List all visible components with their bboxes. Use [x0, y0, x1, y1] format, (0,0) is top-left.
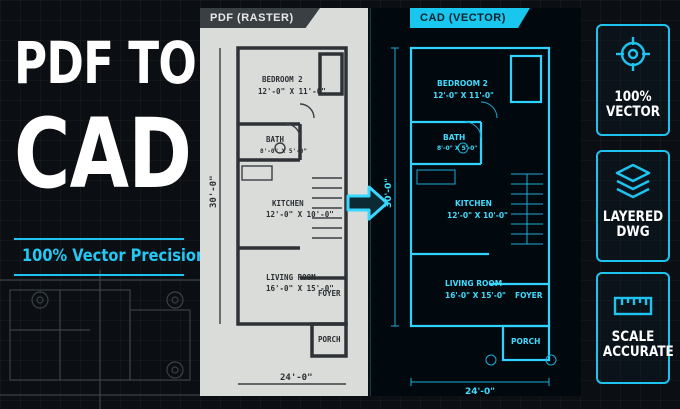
vector-label-kitchen: KITCHEN — [455, 199, 492, 208]
feature-vector-line1: 100% — [614, 89, 652, 105]
raster-label-bedroom: BEDROOM 2 — [262, 75, 303, 84]
headline-line-2: CAD — [14, 98, 192, 210]
vector-label-foyer: FOYER — [515, 291, 543, 300]
raster-floor-plan: BEDROOM 2 12'-0" X 11'-0" BATH 8'-0" X 5… — [209, 46, 348, 385]
feature-layered-line2: DWG — [616, 224, 650, 240]
tagline: 100% Vector Precision — [22, 246, 207, 266]
vector-label-width: 24'-0" — [465, 387, 495, 396]
vector-label-bath: BATH — [443, 133, 465, 142]
vector-label-bedroom: BEDROOM 2 — [437, 79, 488, 88]
feature-card-vector: 100%VECTOR — [596, 24, 670, 136]
tab-vector: CAD (VECTOR) — [410, 8, 530, 28]
feature-vector-line2: VECTOR — [605, 104, 661, 120]
raster-label-kitchen: KITCHEN — [272, 199, 304, 208]
vector-label-porch: PORCH — [511, 337, 540, 346]
raster-label-living: LIVING ROOM — [266, 273, 316, 282]
vector-panel: BEDROOM 2 12'-0" X 11'-0" BATH 8'-0" X 5… — [370, 8, 581, 396]
ruler-icon — [613, 296, 653, 316]
convert-arrow-icon — [346, 185, 389, 221]
raster-panel: BEDROOM 2 12'-0" X 11'-0" BATH 8'-0" X 5… — [200, 8, 368, 396]
raster-label-porch: PORCH — [318, 335, 341, 344]
vector-label-bedroom-dim: 12'-0" X 11'-0" — [433, 91, 494, 100]
vector-label-living-dim: 16'-0" X 15'-0" — [445, 291, 506, 300]
feature-scale-line1: SCALE — [611, 329, 655, 345]
raster-label-width: 24'-0" — [280, 373, 313, 383]
feature-layered-line1: LAYERED — [602, 209, 664, 225]
crosshair-icon — [616, 37, 650, 71]
background-blueprint — [0, 270, 200, 409]
raster-label-bath-dim: 8'-0" X 5'-0" — [260, 148, 307, 155]
raster-label-depth: 30'-0" — [209, 175, 219, 208]
vector-label-living: LIVING ROOM — [445, 279, 502, 288]
tagline-rule-top — [14, 238, 184, 240]
vector-floor-plan: BEDROOM 2 12'-0" X 11'-0" BATH 8'-0" X 5… — [384, 46, 557, 396]
vector-label-depth: 30'-0" — [384, 178, 394, 208]
headline-line-1: PDF TO — [14, 29, 197, 97]
layers-icon — [615, 163, 651, 199]
raster-label-bedroom-dim: 12'-0" X 11'-0" — [258, 87, 326, 96]
vector-label-bath-dim: 8'-0" X 5'-0" — [437, 145, 477, 152]
raster-label-living-dim: 16'-0" X 15'-0" — [266, 284, 334, 293]
raster-label-foyer: FOYER — [318, 289, 341, 298]
tagline-rule-bottom — [14, 274, 184, 276]
tab-raster: PDF (RASTER) — [200, 8, 320, 28]
raster-label-kitchen-dim: 12'-0" X 10'-0" — [266, 210, 334, 219]
raster-label-bath: BATH — [266, 135, 285, 144]
feature-scale-line2: ACCURATE — [602, 344, 674, 360]
vector-label-kitchen-dim: 12'-0" X 10'-0" — [447, 211, 508, 220]
